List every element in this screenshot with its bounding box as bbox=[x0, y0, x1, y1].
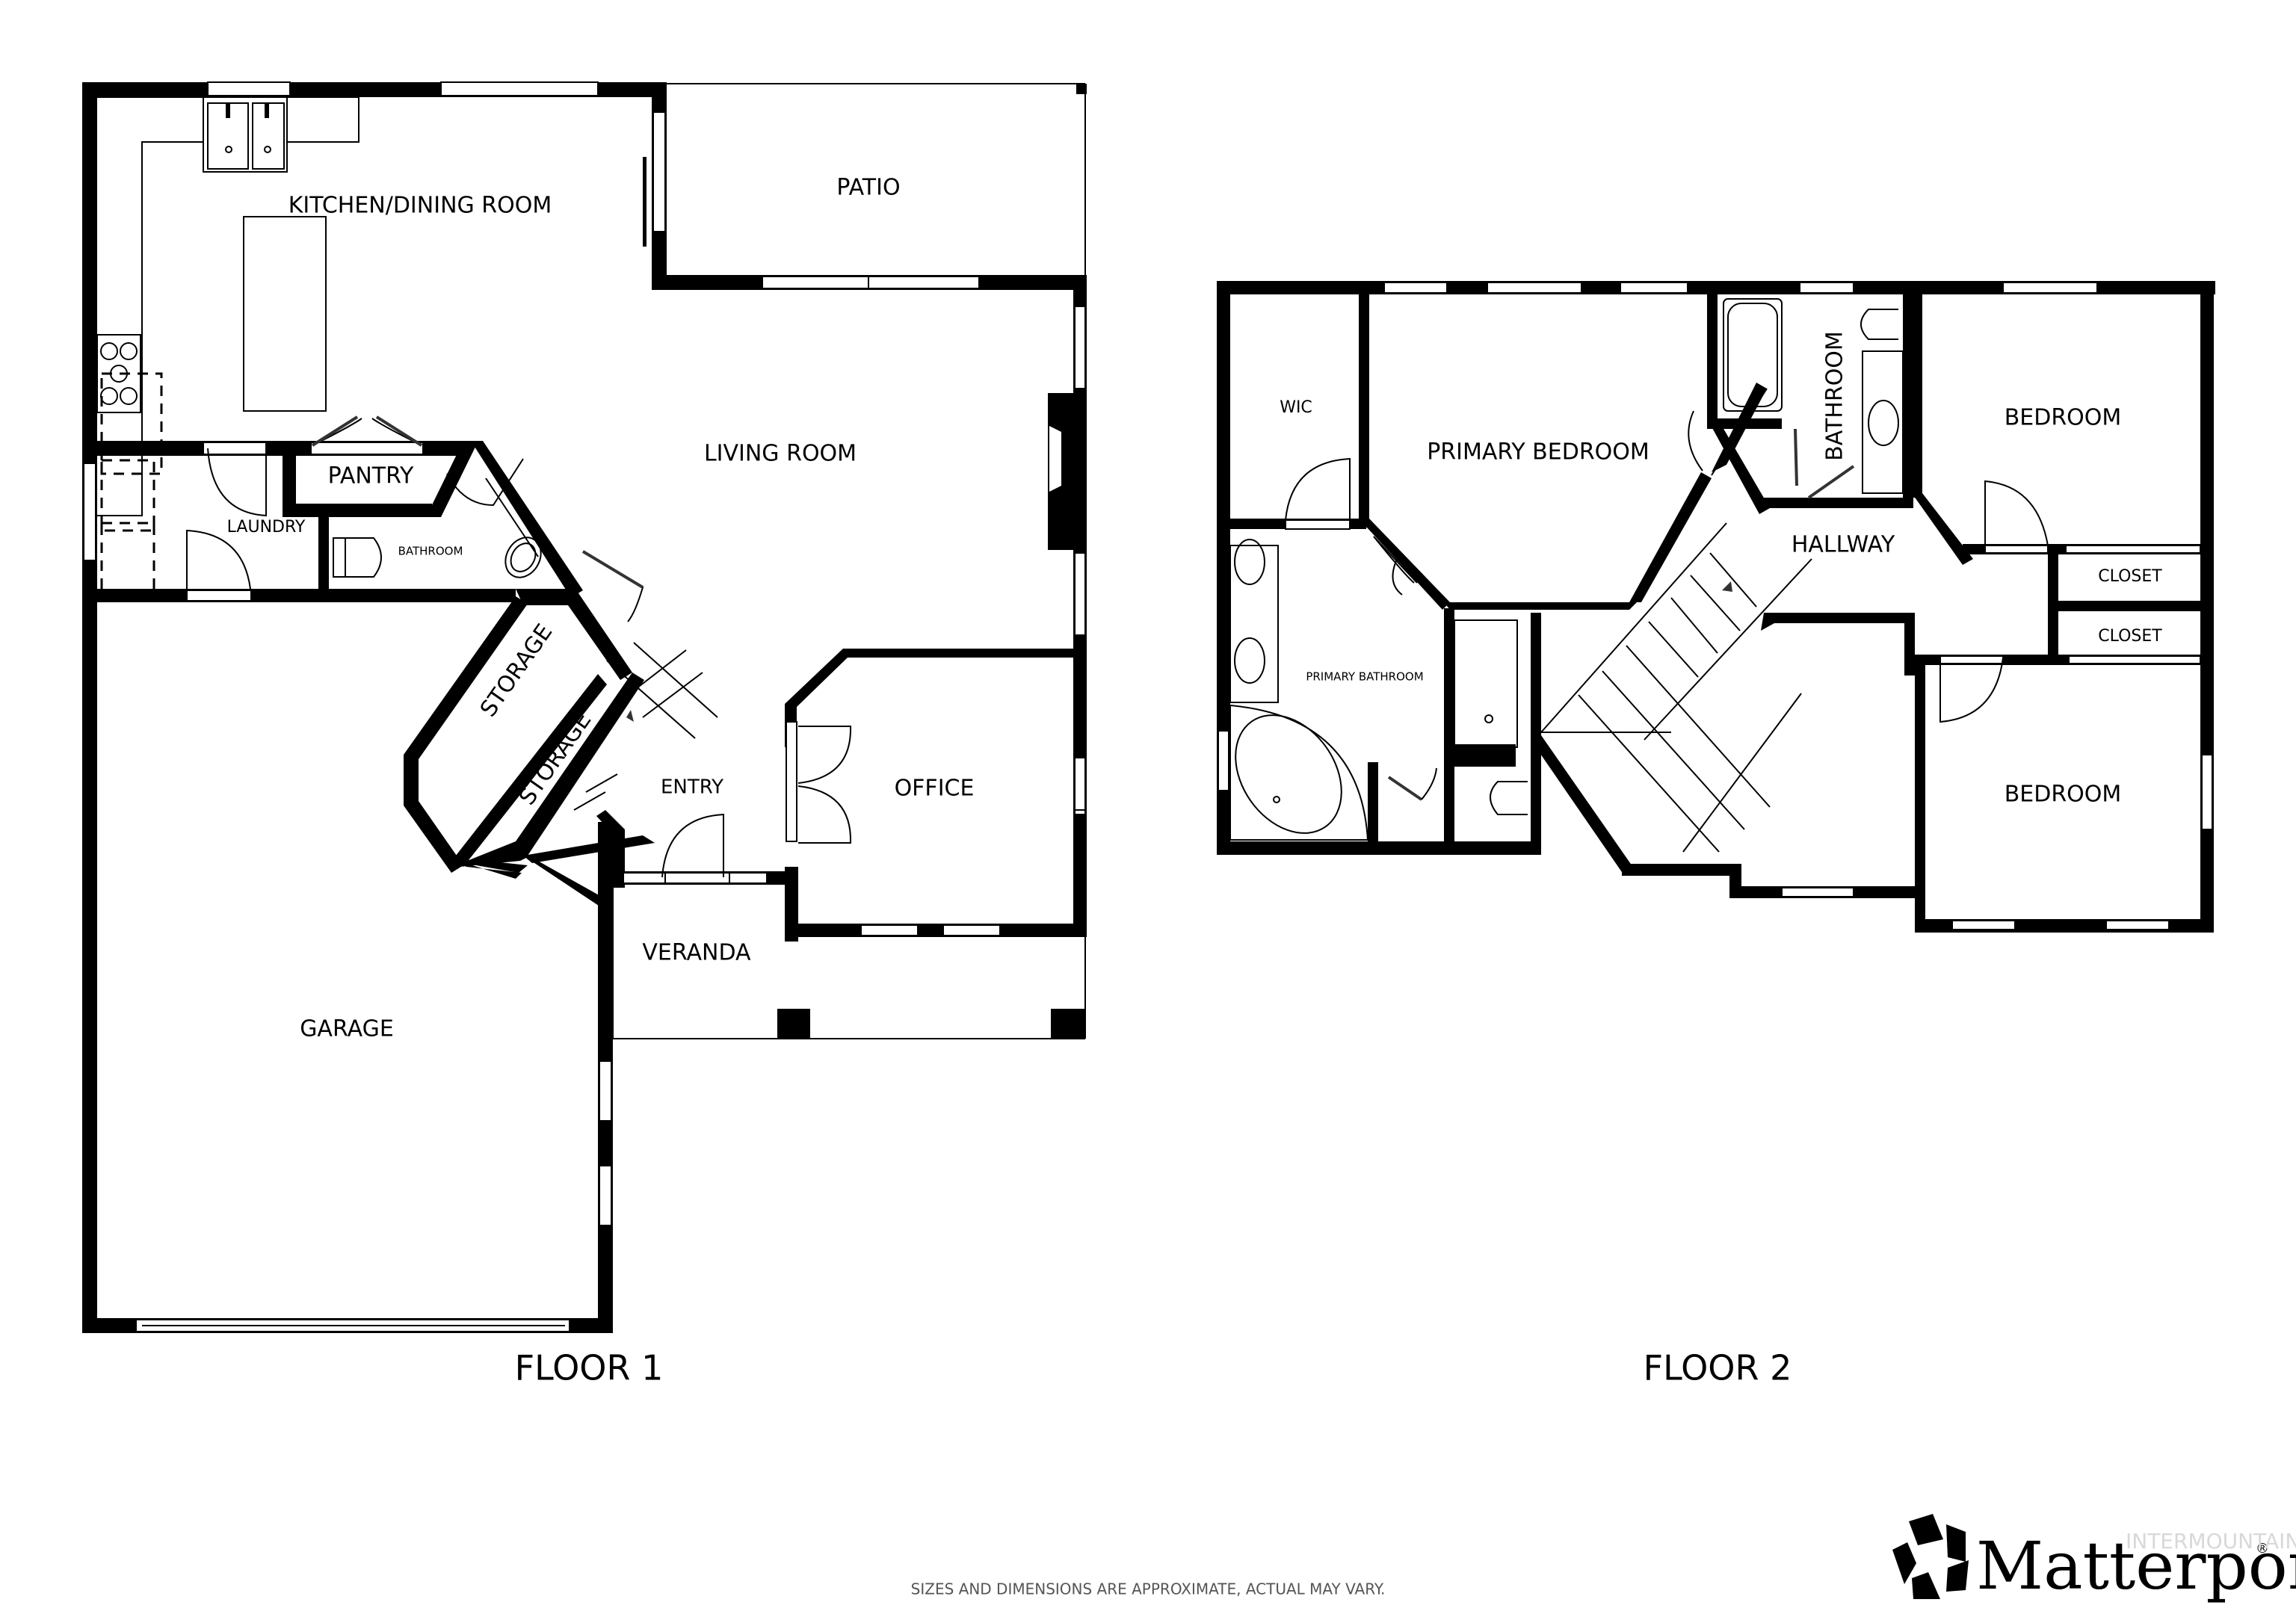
window bbox=[942, 924, 1001, 936]
window bbox=[1074, 552, 1086, 636]
window bbox=[2105, 920, 2170, 930]
room-label-garage: GARAGE bbox=[300, 1016, 394, 1042]
door-swing bbox=[797, 726, 852, 784]
door-opening bbox=[1285, 519, 1351, 530]
door-swing bbox=[186, 529, 252, 597]
room-label-closet-1: CLOSET bbox=[2098, 567, 2162, 586]
entry-door-swing bbox=[661, 813, 724, 878]
kitchen-island bbox=[243, 216, 327, 412]
door-swing bbox=[1373, 536, 1415, 584]
sink-icon bbox=[1234, 637, 1265, 684]
sink-icon bbox=[1868, 400, 1899, 446]
window bbox=[1218, 730, 1229, 791]
bathtub-icon bbox=[1723, 298, 1783, 412]
room-label-laundry: LAUNDRY bbox=[227, 518, 306, 537]
office-doors bbox=[786, 721, 797, 842]
door-swing bbox=[1939, 657, 2004, 723]
room-label-kitchen: KITCHEN/DINING ROOM bbox=[288, 193, 552, 219]
kitchen-counter bbox=[97, 96, 359, 516]
window bbox=[729, 872, 768, 884]
window bbox=[599, 1060, 612, 1122]
toilet-icon bbox=[1490, 781, 1528, 815]
fireplace-icon bbox=[1048, 393, 1075, 550]
window bbox=[1487, 282, 1582, 294]
room-label-closet-2: CLOSET bbox=[2098, 627, 2162, 646]
room-label-bedroom-2: BEDROOM bbox=[2005, 782, 2122, 808]
stairs-f1 bbox=[606, 642, 718, 739]
vanity bbox=[1229, 545, 1279, 703]
room-label-bathroom: BATHROOM bbox=[398, 545, 463, 558]
window bbox=[207, 81, 291, 96]
floor-2-title: FLOOR 2 bbox=[1644, 1348, 1792, 1388]
window bbox=[1951, 920, 2016, 930]
room-label-pantry: PANTRY bbox=[328, 463, 414, 489]
dryer-outline bbox=[100, 522, 155, 595]
window bbox=[623, 872, 666, 884]
window bbox=[1799, 282, 1854, 294]
door-swing bbox=[582, 551, 644, 622]
door-swing bbox=[1285, 457, 1351, 521]
window bbox=[83, 463, 96, 561]
floor-1-title: FLOOR 1 bbox=[515, 1348, 664, 1388]
window bbox=[1620, 282, 1688, 294]
window bbox=[440, 81, 599, 96]
door-opening bbox=[203, 442, 267, 455]
shower bbox=[1454, 619, 1518, 748]
floor-1-plan: KITCHEN/DINING ROOM PATIO LIVING ROOM PA… bbox=[82, 81, 1087, 1388]
room-label-living-room: LIVING ROOM bbox=[704, 441, 857, 467]
window bbox=[2002, 282, 2098, 294]
registered-mark: ® bbox=[2256, 1541, 2269, 1556]
room-label-primary-bathroom: PRIMARY BATHROOM bbox=[1306, 670, 1423, 684]
room-label-office: OFFICE bbox=[895, 776, 975, 802]
window bbox=[1074, 757, 1086, 811]
door-swing bbox=[446, 458, 524, 507]
brand-name: Matterport bbox=[1976, 1527, 2296, 1604]
sink-icon bbox=[504, 537, 542, 578]
door-swing bbox=[797, 785, 852, 844]
toilet-icon bbox=[333, 537, 382, 578]
door-opening bbox=[310, 442, 424, 455]
matterport-logo: Matterport ® bbox=[1892, 1514, 2296, 1604]
window bbox=[1383, 282, 1448, 294]
door-opening bbox=[186, 590, 252, 602]
room-label-bathroom-2: BATHROOM bbox=[1822, 331, 1848, 461]
room-label-storage-1: STORAGE bbox=[475, 619, 558, 722]
window bbox=[762, 276, 980, 289]
corner-tub-icon bbox=[1229, 704, 1369, 841]
veranda-column bbox=[1051, 1009, 1085, 1039]
window bbox=[1781, 887, 1854, 897]
door-opening bbox=[1939, 655, 2004, 664]
room-label-veranda: VERANDA bbox=[642, 940, 751, 966]
window bbox=[599, 1165, 612, 1226]
door-opening bbox=[664, 872, 730, 884]
room-label-bedroom-1: BEDROOM bbox=[2005, 405, 2122, 431]
stairs-f2 bbox=[1540, 522, 1812, 853]
room-label-primary-bedroom: PRIMARY BEDROOM bbox=[1427, 439, 1650, 466]
room-label-hallway: HALLWAY bbox=[1792, 532, 1895, 558]
sliding-door bbox=[652, 111, 666, 232]
window bbox=[860, 924, 919, 936]
window bbox=[2201, 754, 2213, 830]
door-opening bbox=[1984, 545, 2049, 554]
appliance-outline bbox=[100, 372, 163, 475]
sink-icon bbox=[1234, 539, 1265, 585]
floor-2-plan: WIC PRIMARY BEDROOM PRIMARY BATHROOM BAT… bbox=[1217, 281, 2215, 1388]
door-swing bbox=[207, 448, 267, 517]
door-swing bbox=[1688, 410, 1703, 472]
door-swing bbox=[1984, 480, 2049, 546]
closet-sliding-door bbox=[2068, 655, 2201, 664]
room-label-wic: WIC bbox=[1280, 398, 1312, 417]
room-label-patio: PATIO bbox=[836, 175, 900, 201]
mls-watermark: INTERMOUNTAIN MLS bbox=[2126, 1529, 2296, 1554]
room-label-entry: ENTRY bbox=[661, 776, 723, 799]
disclaimer-text: SIZES AND DIMENSIONS ARE APPROXIMATE, AC… bbox=[911, 1580, 1386, 1598]
vanity bbox=[1862, 350, 1904, 494]
window bbox=[1074, 306, 1086, 389]
toilet-icon bbox=[1860, 309, 1898, 340]
matterport-pentagon-icon bbox=[1892, 1514, 1969, 1599]
washer-outline bbox=[100, 459, 155, 532]
veranda-column bbox=[777, 1009, 810, 1039]
closet-sliding-door bbox=[2065, 545, 2201, 554]
